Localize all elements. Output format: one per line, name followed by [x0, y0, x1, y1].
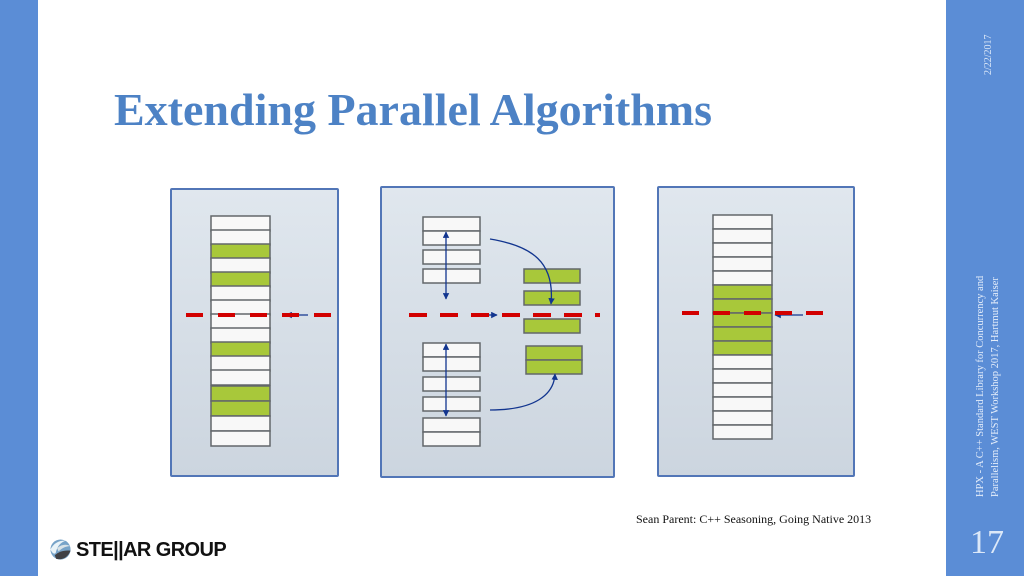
right-accent-bar: [946, 0, 1024, 576]
result-block: [712, 396, 773, 412]
stellar-group-logo: STE||AR GROUP: [49, 538, 229, 563]
middle-gather: [409, 216, 600, 447]
sequence-block: [210, 430, 271, 447]
result-block: [712, 410, 773, 426]
page-number: 17: [970, 524, 1004, 561]
moving-block: [422, 417, 481, 433]
sequence-block-selected: [210, 385, 271, 402]
moving-block: [422, 230, 481, 246]
result-block: [712, 382, 773, 398]
moving-block: [422, 431, 481, 447]
top-gather-arrow: [489, 238, 555, 305]
result-block: [712, 354, 773, 370]
sequence-block: [210, 355, 271, 372]
result-block: [712, 214, 773, 230]
result-block: [712, 270, 773, 286]
sequence-block: [210, 327, 271, 344]
vertical-footer: HPX - A C++ Standard Library for Concurr…: [973, 225, 1005, 497]
moving-block: [422, 376, 481, 392]
slide-date: 2/22/2017: [983, 34, 994, 76]
moving-block: [422, 396, 481, 412]
stellar-logo-icon: [50, 539, 71, 560]
bottom-gather-arrow: [489, 373, 558, 411]
sequence-block-selected: [210, 341, 271, 358]
sequence-block: [210, 285, 271, 302]
sequence-block: [210, 369, 271, 386]
footer-line-2: Parallelism, WEST Workshop 2017, Hartmut…: [990, 277, 1001, 497]
moving-block: [422, 216, 481, 232]
result-block-selected: [712, 284, 773, 300]
slide-title: Extending Parallel Algorithms: [114, 84, 712, 135]
sequence-block: [210, 229, 271, 246]
result-block: [712, 256, 773, 272]
right-result-sequence: [682, 214, 831, 440]
moving-block: [422, 268, 481, 284]
gathered-block: [525, 359, 583, 375]
sequence-block: [210, 415, 271, 432]
result-block-selected: [712, 312, 773, 328]
logo-wordmark: STE||AR GROUP: [76, 539, 227, 561]
result-block: [712, 228, 773, 244]
sequence-block: [210, 215, 271, 232]
sequence-block: [210, 257, 271, 274]
result-block-selected: [712, 298, 773, 314]
sequence-block-selected: [210, 271, 271, 288]
result-block: [712, 242, 773, 258]
result-block-selected: [712, 340, 773, 356]
moving-block: [422, 342, 481, 358]
result-block: [712, 424, 773, 440]
left-accent-bar: [0, 0, 38, 576]
sequence-block: [210, 299, 271, 316]
sequence-block-selected: [210, 243, 271, 260]
gathered-block: [525, 345, 583, 361]
gathered-block: [523, 318, 581, 334]
source-credit: Sean Parent: C++ Seasoning, Going Native…: [636, 512, 872, 526]
result-block-selected: [712, 326, 773, 342]
gathered-block: [523, 268, 581, 284]
result-block: [712, 368, 773, 384]
moving-block: [422, 356, 481, 372]
moving-block: [422, 249, 481, 265]
footer-line-1: HPX - A C++ Standard Library for Concurr…: [975, 275, 986, 497]
sequence-block-selected: [210, 400, 271, 417]
left-sequence: [186, 215, 333, 447]
parallel-gather-diagram: [170, 186, 855, 478]
